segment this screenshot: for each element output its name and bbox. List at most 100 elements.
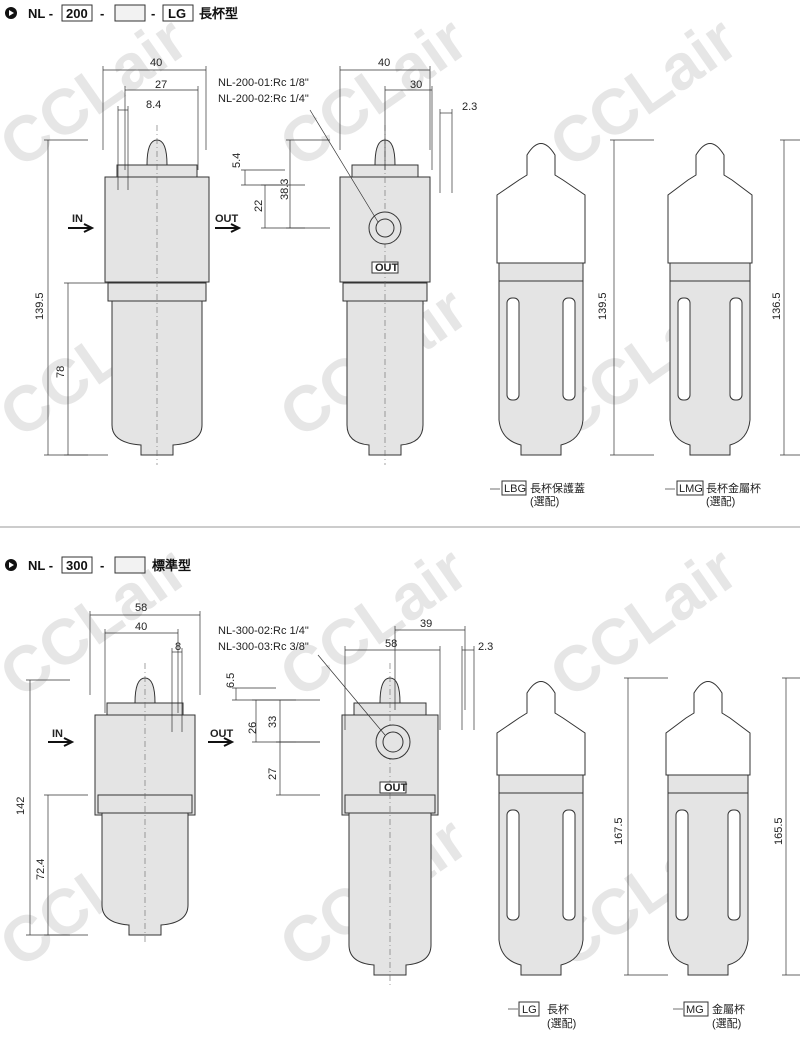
- option-code: LG: [522, 1004, 537, 1016]
- dim-label: 27: [155, 79, 167, 91]
- dim-label: 2.3: [478, 641, 493, 653]
- watermark: CCLair: [267, 2, 480, 181]
- s1-lmg-sight-window: [677, 297, 691, 401]
- out-tag: OUT: [384, 782, 408, 794]
- s1-lbg-sight-window: [562, 297, 576, 401]
- dim-label: 26: [247, 722, 259, 734]
- model-type: 標準型: [152, 558, 191, 573]
- section1-front-dims: 40 27 8.4 5.4 22 38.3 139.5 78 IN OUT: [34, 57, 291, 378]
- dim-label: 40: [378, 57, 390, 69]
- dim-label: 22: [253, 200, 265, 212]
- s2-mg-bowl-ring: [667, 774, 749, 794]
- dim-label: 58: [385, 638, 397, 650]
- s1-lbg-bowl: [498, 280, 584, 456]
- option-note: (選配): [712, 1017, 741, 1030]
- model-code: 200: [66, 6, 88, 21]
- option-label: 長杯金屬杯: [706, 481, 761, 495]
- option-code: LG: [168, 6, 186, 21]
- model-prefix: NL -: [28, 6, 53, 21]
- s1-lmg-head-outline: [667, 143, 753, 264]
- in-label: IN: [72, 213, 83, 225]
- s1-lbg-head-outline: [496, 143, 586, 264]
- option-note: (選配): [547, 1017, 576, 1030]
- dim-label: 39: [420, 618, 432, 630]
- port-bore: [382, 731, 404, 753]
- option-code: LBG: [504, 483, 526, 495]
- dim-label: 58: [135, 602, 147, 614]
- section2-header: NL - 300 - 標準型: [5, 556, 191, 574]
- watermark: CCLair: [537, 532, 750, 711]
- s2-lg-bowl: [498, 792, 584, 976]
- leader-line: [317, 654, 386, 736]
- dim-label: 5.4: [231, 153, 243, 168]
- option-code: LMG: [679, 483, 703, 495]
- section1-options: 139.5 136.5 LBG 長杯保護蓋 (選配) LMG 長杯金屬杯 (選配…: [490, 292, 783, 508]
- dim-label: 8: [175, 641, 181, 653]
- leader-line: [309, 109, 379, 223]
- s2-lg-sight-window: [562, 809, 576, 921]
- port-bore: [375, 218, 395, 238]
- s2-lg-sight-window: [506, 809, 520, 921]
- dim-label: 38.3: [279, 179, 291, 200]
- dim-label: 30: [410, 79, 422, 91]
- in-label: IN: [52, 728, 63, 740]
- s2-mg-sight-window: [727, 809, 741, 921]
- out-tag: OUT: [375, 262, 399, 274]
- watermark: CCLair: [267, 532, 480, 711]
- option-label: 長杯: [547, 1002, 569, 1016]
- dim-label: 78: [55, 366, 67, 378]
- model-code: 300: [66, 558, 88, 573]
- s1-lmg-sight-window: [729, 297, 743, 401]
- dim-label: 33: [267, 716, 279, 728]
- port-label: NL-300-02:Rc 1/4": [218, 625, 309, 637]
- separator: -: [100, 558, 104, 573]
- s1-lbg-sight-window: [506, 297, 520, 401]
- separator: -: [151, 6, 155, 21]
- option-box: [162, 4, 194, 22]
- dim-label: 40: [135, 621, 147, 633]
- port-label: NL-300-03:Rc 3/8": [218, 641, 309, 653]
- separator: -: [100, 6, 104, 21]
- dim-label: 2.3: [462, 101, 477, 113]
- out-arrow-icon: [215, 223, 242, 233]
- watermark: CCLair: [0, 2, 200, 181]
- section2-options: 167.5 165.5 LG 長杯 (選配) MG 金屬杯 (選配): [508, 817, 785, 1030]
- dim-label: 167.5: [613, 817, 625, 845]
- option-label: 長杯保護蓋: [530, 481, 585, 495]
- out-label: OUT: [215, 213, 239, 225]
- option-label: 金屬杯: [712, 1002, 745, 1016]
- s2-lg-head-outline: [496, 681, 586, 776]
- out-arrow-icon: [208, 737, 235, 747]
- dim-label: 142: [15, 797, 27, 815]
- in-arrow-icon: [48, 737, 75, 747]
- out-label: OUT: [210, 728, 234, 740]
- option-note: (選配): [706, 495, 735, 508]
- dim-label: 165.5: [773, 817, 785, 845]
- section1-side-dims: 40 30 2.3 NL-200-01:Rc 1/8" NL-200-02:Rc…: [218, 57, 477, 274]
- in-arrow-icon: [68, 223, 95, 233]
- s2-lg-bowl-ring: [498, 774, 584, 794]
- dim-label: 8.4: [146, 99, 161, 111]
- model-prefix: NL -: [28, 558, 53, 573]
- blank-box: [114, 4, 146, 22]
- dim-label: 27: [267, 768, 279, 780]
- port-label: NL-200-02:Rc 1/4": [218, 93, 309, 105]
- s1-lmg-bowl-ring: [669, 262, 751, 282]
- option-note: (選配): [530, 495, 559, 508]
- dim-label: 136.5: [771, 292, 783, 320]
- section1-header: NL - 200 - - LG 長杯型: [5, 4, 238, 22]
- s2-mg-sight-window: [675, 809, 689, 921]
- s2-mg-head-outline: [665, 681, 751, 776]
- section2-front-dims: 58 40 8 6.5 33 26 27 142 72.4 IN OUT: [15, 602, 279, 880]
- dim-label: 139.5: [34, 292, 46, 320]
- port-label: NL-200-01:Rc 1/8": [218, 77, 309, 89]
- out-tag-box: [371, 261, 399, 274]
- option-code: MG: [686, 1004, 704, 1016]
- dim-label: 6.5: [225, 673, 237, 688]
- section2-side-dims: 58 39 2.3 NL-300-02:Rc 1/4" NL-300-03:Rc…: [218, 618, 493, 794]
- dim-label: 139.5: [597, 292, 609, 320]
- dim-label: 72.4: [35, 859, 47, 880]
- dim-label: 40: [150, 57, 162, 69]
- code-box: [61, 4, 93, 22]
